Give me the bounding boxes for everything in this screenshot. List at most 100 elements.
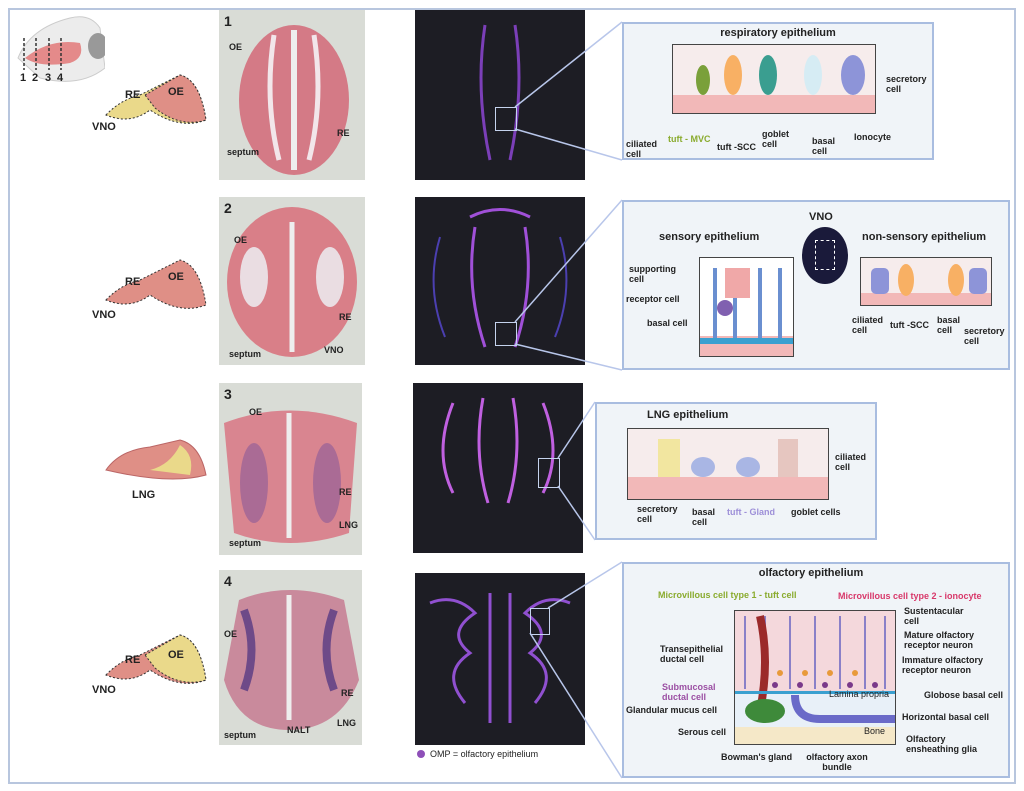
label-lamina-propria: Lamina propria xyxy=(829,689,890,699)
sensory-cell-illustration xyxy=(699,257,794,357)
omp-fluorescence-3 xyxy=(413,383,583,553)
oe-label: OE xyxy=(168,649,184,661)
vno-label: VNO xyxy=(92,121,116,133)
label-tuft-gland: tuft - Gland xyxy=(727,507,775,517)
oe-label: OE xyxy=(249,407,263,417)
label-basal-cell: basal cell xyxy=(812,136,836,156)
lng-label: LNG xyxy=(337,718,356,728)
label-mature-neuron: Mature olfactory receptor neuron xyxy=(904,630,975,650)
omp-legend-dot xyxy=(417,750,425,758)
re-label: RE xyxy=(339,312,352,322)
septum-label: septum xyxy=(229,349,262,359)
section-number: 4 xyxy=(224,573,232,589)
vno-label: VNO xyxy=(92,309,116,321)
label-microvillous-type1: Microvillous cell type 1 - tuft cell xyxy=(658,590,797,600)
oe-label: OE xyxy=(168,86,184,98)
label-bone: Bone xyxy=(864,726,886,736)
label-immature-neuron: Immature olfactory receptor neuron xyxy=(902,655,984,675)
section-number: 3 xyxy=(224,386,232,402)
section-number: 2 xyxy=(224,200,232,216)
re-label: RE xyxy=(339,487,352,497)
label-submucosal-ductal-cell: Submucosal ductal cell xyxy=(662,682,716,702)
nonsensory-epithelium-title: non-sensory epithelium xyxy=(862,231,987,243)
label-goblet-cells: goblet cells xyxy=(791,507,841,517)
histology-section-3: 3 OE RE LNG septum xyxy=(219,383,362,555)
label-basal-cell: basal cell xyxy=(937,315,961,335)
panel-title: olfactory epithelium xyxy=(758,567,864,579)
re-label: RE xyxy=(337,128,350,138)
respiratory-epithelium-panel: respiratory epithelium ciliated cell tuf… xyxy=(622,22,934,160)
panel-title: VNO xyxy=(809,211,833,223)
omp-legend-label: OMP = olfactory epithelium xyxy=(430,749,539,759)
roi-box xyxy=(495,322,517,346)
roi-box xyxy=(495,107,517,131)
respiratory-cell-illustration xyxy=(672,44,876,114)
nasal-schematic-3: LNG xyxy=(100,435,210,505)
label-sustentacular-cell: Sustentacular cell xyxy=(904,606,964,626)
section-number-2: 2 xyxy=(32,72,39,84)
mouse-head-schematic: 1 2 3 4 xyxy=(10,8,105,88)
panel-title: respiratory epithelium xyxy=(720,27,836,39)
label-tuft-mvc: tuft - MVC xyxy=(668,134,711,144)
label-basal-cell: basal cell xyxy=(692,507,716,527)
label-ciliated-cell: ciliated cell xyxy=(835,452,867,472)
section-number-4: 4 xyxy=(57,72,64,84)
label-ensheathing-glia: Olfactory ensheathing glia xyxy=(906,734,978,754)
re-label: RE xyxy=(125,89,141,101)
label-ciliated-cell: ciliated cell xyxy=(852,315,884,335)
label-horizontal-basal-cell: Horizontal basal cell xyxy=(902,712,990,722)
label-olfactory-axon-bundle: olfactory axon bundle xyxy=(806,752,868,772)
label-globose-basal-cell: Globose basal cell xyxy=(924,690,1004,700)
section-number: 1 xyxy=(224,13,232,29)
panel-title: LNG epithelium xyxy=(647,409,729,421)
label-glandular-mucus-cell: Glandular mucus cell xyxy=(626,705,718,715)
label-tuft-scc: tuft -SCC xyxy=(717,142,756,152)
label-goblet-cell: goblet cell xyxy=(762,129,789,149)
section-number-1: 1 xyxy=(20,72,27,84)
histology-section-1: 1 OE RE septum xyxy=(219,10,365,180)
nalt-label: NALT xyxy=(287,725,311,735)
sensory-epithelium-title: sensory epithelium xyxy=(659,231,760,243)
oe-label: OE xyxy=(234,235,248,245)
oe-label: OE xyxy=(229,42,243,52)
figure-frame xyxy=(8,8,1016,784)
septum-label: septum xyxy=(229,538,262,548)
histology-section-2: 2 OE RE septum VNO xyxy=(219,197,365,365)
septum-label: septum xyxy=(227,147,260,157)
lng-epithelium-panel: LNG epithelium ciliated cell secretory c… xyxy=(595,402,877,540)
label-ionocyte: Ionocyte xyxy=(854,132,892,142)
roi-box xyxy=(538,458,560,488)
re-label: RE xyxy=(125,654,141,666)
label-tuft-scc: tuft -SCC xyxy=(890,320,929,330)
omp-fluorescence-2 xyxy=(415,197,585,365)
nasal-schematic-2: RE OE VNO xyxy=(92,255,210,325)
label-ciliated-cell: ciliated cell xyxy=(626,139,658,159)
label-basal-cell: basal cell xyxy=(647,318,688,328)
septum-label: septum xyxy=(224,730,257,740)
label-serous-cell: Serous cell xyxy=(678,727,727,737)
label-bowmans-gland: Bowman's gland xyxy=(721,752,793,762)
omp-fluorescence-4 xyxy=(415,573,585,745)
lng-label: LNG xyxy=(132,489,156,501)
vno-label: VNO xyxy=(92,684,116,696)
section-number-3: 3 xyxy=(45,72,52,84)
histology-section-4: 4 OE RE septum NALT LNG xyxy=(219,570,362,745)
omp-fluorescence-1 xyxy=(415,10,585,180)
re-label: RE xyxy=(341,688,354,698)
olfactory-cell-illustration xyxy=(734,610,896,745)
label-transepithelial-ductal-cell: Transepithelial ductal cell xyxy=(660,644,724,664)
label-receptor-cell: receptor cell xyxy=(626,294,680,304)
re-label: RE xyxy=(125,276,141,288)
nonsensory-cell-illustration xyxy=(860,257,992,306)
label-secretory-cell: secretory cell xyxy=(964,326,1005,346)
lng-cell-illustration xyxy=(627,428,829,500)
nasal-schematic-4: RE OE VNO xyxy=(92,630,210,700)
oe-label: OE xyxy=(224,629,238,639)
label-supporting-cell: supporting cell xyxy=(629,264,676,284)
label-microvillous-type2: Microvillous cell type 2 - ionocyte xyxy=(838,591,982,601)
vno-label: VNO xyxy=(324,345,344,355)
oe-label: OE xyxy=(168,271,184,283)
nasal-schematic-1: RE OE VNO xyxy=(92,70,210,140)
lng-label: LNG xyxy=(339,520,358,530)
vno-fluorescence-thumbnail xyxy=(802,227,848,284)
